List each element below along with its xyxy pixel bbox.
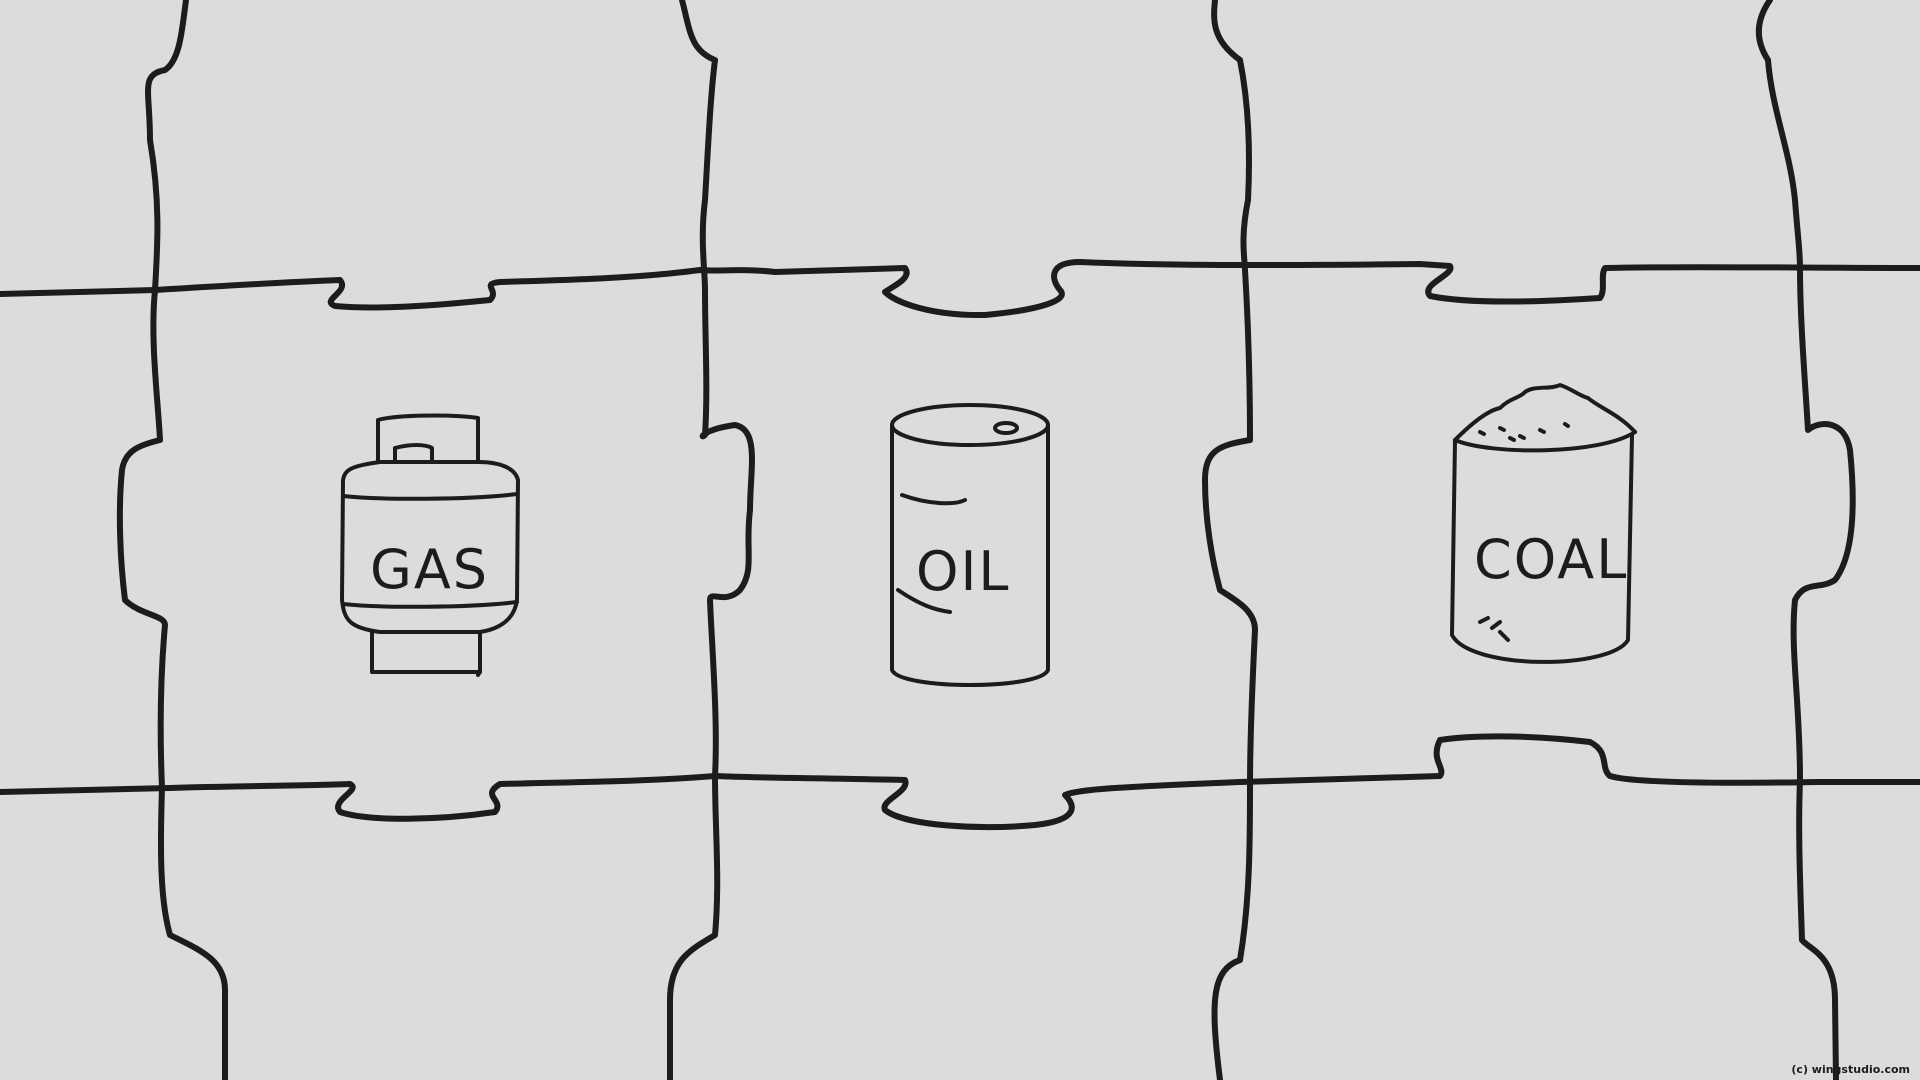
puzzle-seam-top	[0, 259, 1920, 319]
credit-text: (c) wingstudio.com	[1791, 1063, 1910, 1076]
gas-cylinder-icon: GAS	[340, 413, 520, 677]
puzzle-seam-middle-right	[1202, 0, 1258, 1080]
oil-label: OIL	[916, 540, 1011, 603]
coal-pile	[1453, 383, 1637, 442]
coal-bucket-body	[1450, 433, 1634, 664]
puzzle-seam-right	[1755, 0, 1856, 1080]
gas-cylinder-base	[370, 630, 482, 677]
coal-bucket-top	[1453, 430, 1637, 453]
gas-cylinder-valve	[376, 413, 480, 464]
oil-barrel-icon: OIL	[890, 403, 1050, 687]
coal-bucket-icon: COAL	[1450, 383, 1637, 664]
oil-barrel-body	[890, 423, 1050, 687]
oil-barrel-top	[890, 403, 1050, 447]
puzzle-seam-left	[116, 0, 228, 1080]
coal-label: COAL	[1474, 528, 1628, 591]
puzzle-seam-middle-left	[667, 0, 755, 1080]
gas-label: GAS	[370, 538, 489, 601]
oil-barrel-cap	[993, 421, 1019, 435]
puzzle-seam-bottom	[0, 733, 1920, 830]
